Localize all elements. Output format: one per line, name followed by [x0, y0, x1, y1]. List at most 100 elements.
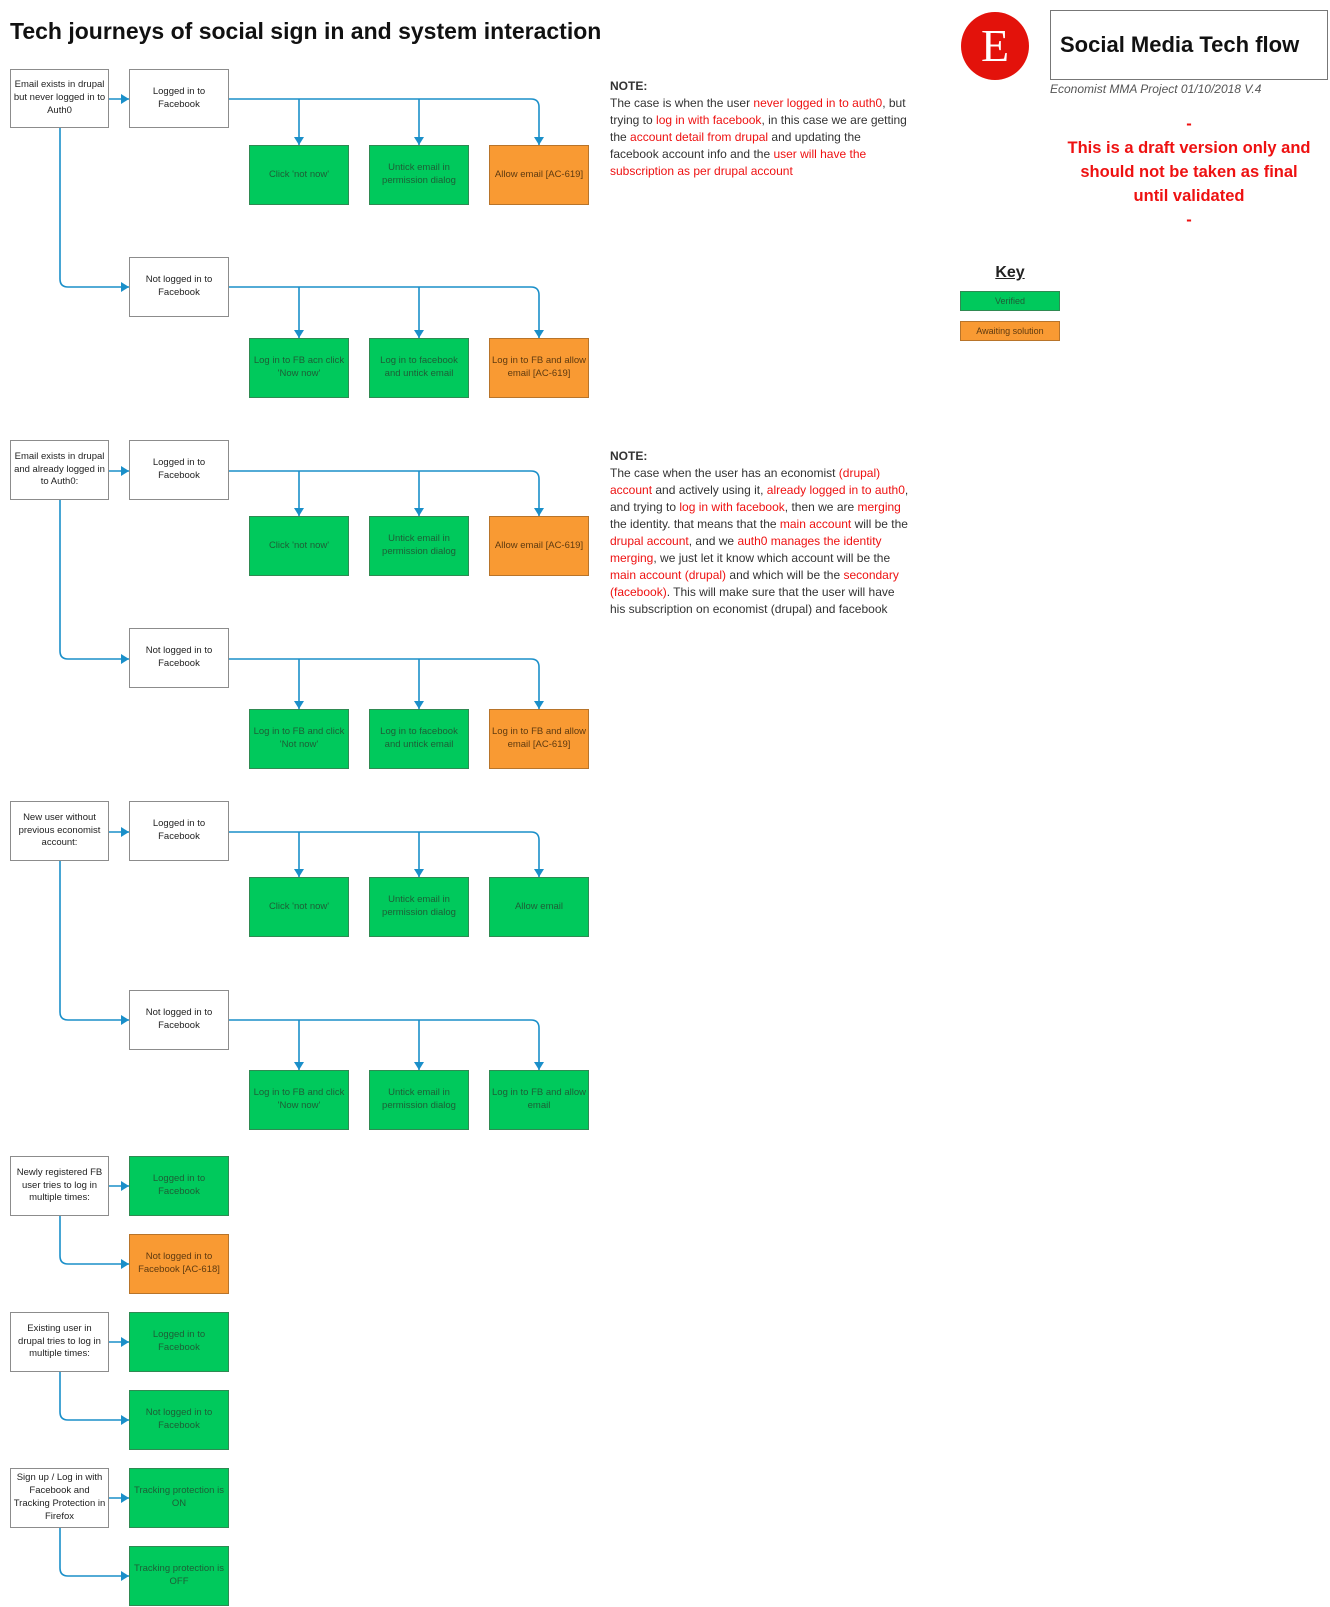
project-subtitle: Economist MMA Project 01/10/2018 V.4	[1050, 82, 1262, 96]
note-body: The case is when the user never logged i…	[610, 95, 910, 180]
note-text: the identity. that means that the	[610, 517, 780, 531]
arrowhead-down	[294, 137, 304, 145]
journey2-outcome-login-untick-email: Log in to facebook and untick email	[369, 709, 469, 769]
journey6-tracking-on: Tracking protection is ON	[129, 1468, 229, 1528]
note-text: and actively using it,	[652, 483, 767, 497]
journey1-outcome-login-not-now: Log in to FB acn click 'Now now'	[249, 338, 349, 398]
key-title: Key	[995, 264, 1025, 281]
note-text: The case is when the user	[610, 96, 754, 110]
note-text: and which will be the	[726, 568, 844, 582]
arrowhead-down	[414, 1062, 424, 1070]
journey1-outcome-untick-email: Untick email in permission dialog	[369, 145, 469, 205]
arrowhead-down	[534, 1062, 544, 1070]
arrowhead-down	[534, 869, 544, 877]
journey5-logged-in: Logged in to Facebook	[129, 1312, 229, 1372]
arrowhead-right	[121, 466, 129, 476]
fan-connector	[229, 831, 540, 877]
fan-connector	[229, 658, 540, 709]
draft-line-3: until validated	[1133, 187, 1245, 205]
note-highlight: never logged in to auth0	[753, 96, 883, 110]
journey3-outcome-click-not-now: Click 'not now'	[249, 877, 349, 937]
start-to-second	[59, 1216, 129, 1265]
journey4-start: Newly registered FB user tries to log in…	[10, 1156, 109, 1216]
journey1-outcome-login-untick-email: Log in to facebook and untick email	[369, 338, 469, 398]
journey6-start: Sign up / Log in with Facebook and Track…	[10, 1468, 109, 1528]
journey2-logged-in: Logged in to Facebook	[129, 440, 229, 500]
arrowhead-down	[414, 330, 424, 338]
arrowhead-down	[534, 137, 544, 145]
note-text: , and we	[688, 534, 738, 548]
start-to-not-logged-in	[59, 860, 129, 1021]
note-text: . This will make sure that the user will…	[610, 585, 895, 616]
arrowhead-down	[294, 869, 304, 877]
header-title-box: Social Media Tech flow	[1050, 10, 1328, 80]
note-already-logged-in: NOTE: The case when the user has an econ…	[610, 448, 910, 618]
journey3-logged-in: Logged in to Facebook	[129, 801, 229, 861]
note-highlight: main account	[779, 517, 852, 531]
note-highlight: already logged in to auth0	[766, 483, 905, 497]
start-to-not-logged-in	[59, 499, 129, 660]
note-highlight: auth0 manages the identity merging	[610, 534, 882, 565]
arrowhead-down	[534, 330, 544, 338]
arrowhead-down	[414, 701, 424, 709]
note-text: , and trying to	[610, 483, 909, 514]
arrowhead-right	[121, 1415, 129, 1425]
note-highlight: secondary (facebook)	[610, 568, 899, 599]
journey3-not-logged-in: Not logged in to Facebook	[129, 990, 229, 1050]
note-highlight: main account (drupal)	[610, 568, 727, 582]
arrowhead-down	[294, 1062, 304, 1070]
arrowhead-down	[534, 701, 544, 709]
journey2-not-logged-in: Not logged in to Facebook	[129, 628, 229, 688]
arrowhead-right	[121, 94, 129, 104]
arrowhead-down	[294, 330, 304, 338]
journey3-outcome-login-not-now: Log in to FB and click 'Now now'	[249, 1070, 349, 1130]
header-title: Social Media Tech flow	[1060, 32, 1300, 57]
note-highlight: log in with facebook	[679, 500, 785, 514]
arrowhead-right	[121, 654, 129, 664]
note-text: , then we are	[784, 500, 858, 514]
journey4-not-logged-in: Not logged in to Facebook [AC-618]	[129, 1234, 229, 1294]
note-heading: NOTE:	[610, 449, 648, 463]
key-verified: Verified	[960, 291, 1060, 311]
journey3-outcome-login-allow-email: Log in to FB and allow email	[489, 1070, 589, 1130]
arrowhead-down	[294, 701, 304, 709]
journey3-outcome-untick-email: Untick email in permission dialog	[369, 877, 469, 937]
economist-logo: E	[961, 12, 1029, 80]
start-to-second	[59, 1372, 129, 1421]
journey1-outcome-allow-email: Allow email [AC-619]	[489, 145, 589, 205]
note-highlight: (drupal) account	[610, 466, 881, 497]
journey2-outcome-untick-email: Untick email in permission dialog	[369, 516, 469, 576]
journey2-outcome-allow-email: Allow email [AC-619]	[489, 516, 589, 576]
note-highlight: account detail from drupal	[630, 130, 769, 144]
arrowhead-down	[294, 508, 304, 516]
arrowhead-down	[414, 137, 424, 145]
arrowhead-right	[121, 1015, 129, 1025]
key-awaiting-solution: Awaiting solution	[960, 321, 1060, 341]
page-title: Tech journeys of social sign in and syst…	[10, 18, 602, 44]
journey4-logged-in: Logged in to Facebook	[129, 1156, 229, 1216]
note-never-logged-in: NOTE: The case is when the user never lo…	[610, 78, 910, 180]
fan-connector	[229, 98, 540, 145]
journey6-tracking-off: Tracking protection is OFF	[129, 1546, 229, 1606]
journey1-outcome-click-not-now: Click 'not now'	[249, 145, 349, 205]
journey5-start: Existing user in drupal tries to log in …	[10, 1312, 109, 1372]
start-to-not-logged-in	[59, 128, 129, 288]
draft-line-1: This is a draft version only and	[1067, 139, 1311, 157]
draft-dash-top: -	[1186, 115, 1192, 133]
arrowhead-right	[121, 1571, 129, 1581]
fan-connector	[229, 1019, 540, 1070]
note-text: The case when the user has an economist	[610, 466, 839, 480]
draft-warning: - This is a draft version only and shoul…	[1050, 112, 1328, 232]
arrowhead-right	[121, 1181, 129, 1191]
arrowhead-right	[121, 1337, 129, 1347]
arrowhead-right	[121, 827, 129, 837]
note-text: and updating the facebook account info a…	[610, 130, 861, 161]
arrowhead-down	[414, 869, 424, 877]
note-highlight: drupal account	[610, 534, 689, 548]
arrowhead-down	[534, 508, 544, 516]
draft-dash-bottom: -	[1186, 211, 1192, 229]
note-body: The case when the user has an economist …	[610, 465, 910, 618]
fan-connector	[229, 286, 540, 338]
journey2-outcome-login-not-now: Log in to FB and click 'Not now'	[249, 709, 349, 769]
